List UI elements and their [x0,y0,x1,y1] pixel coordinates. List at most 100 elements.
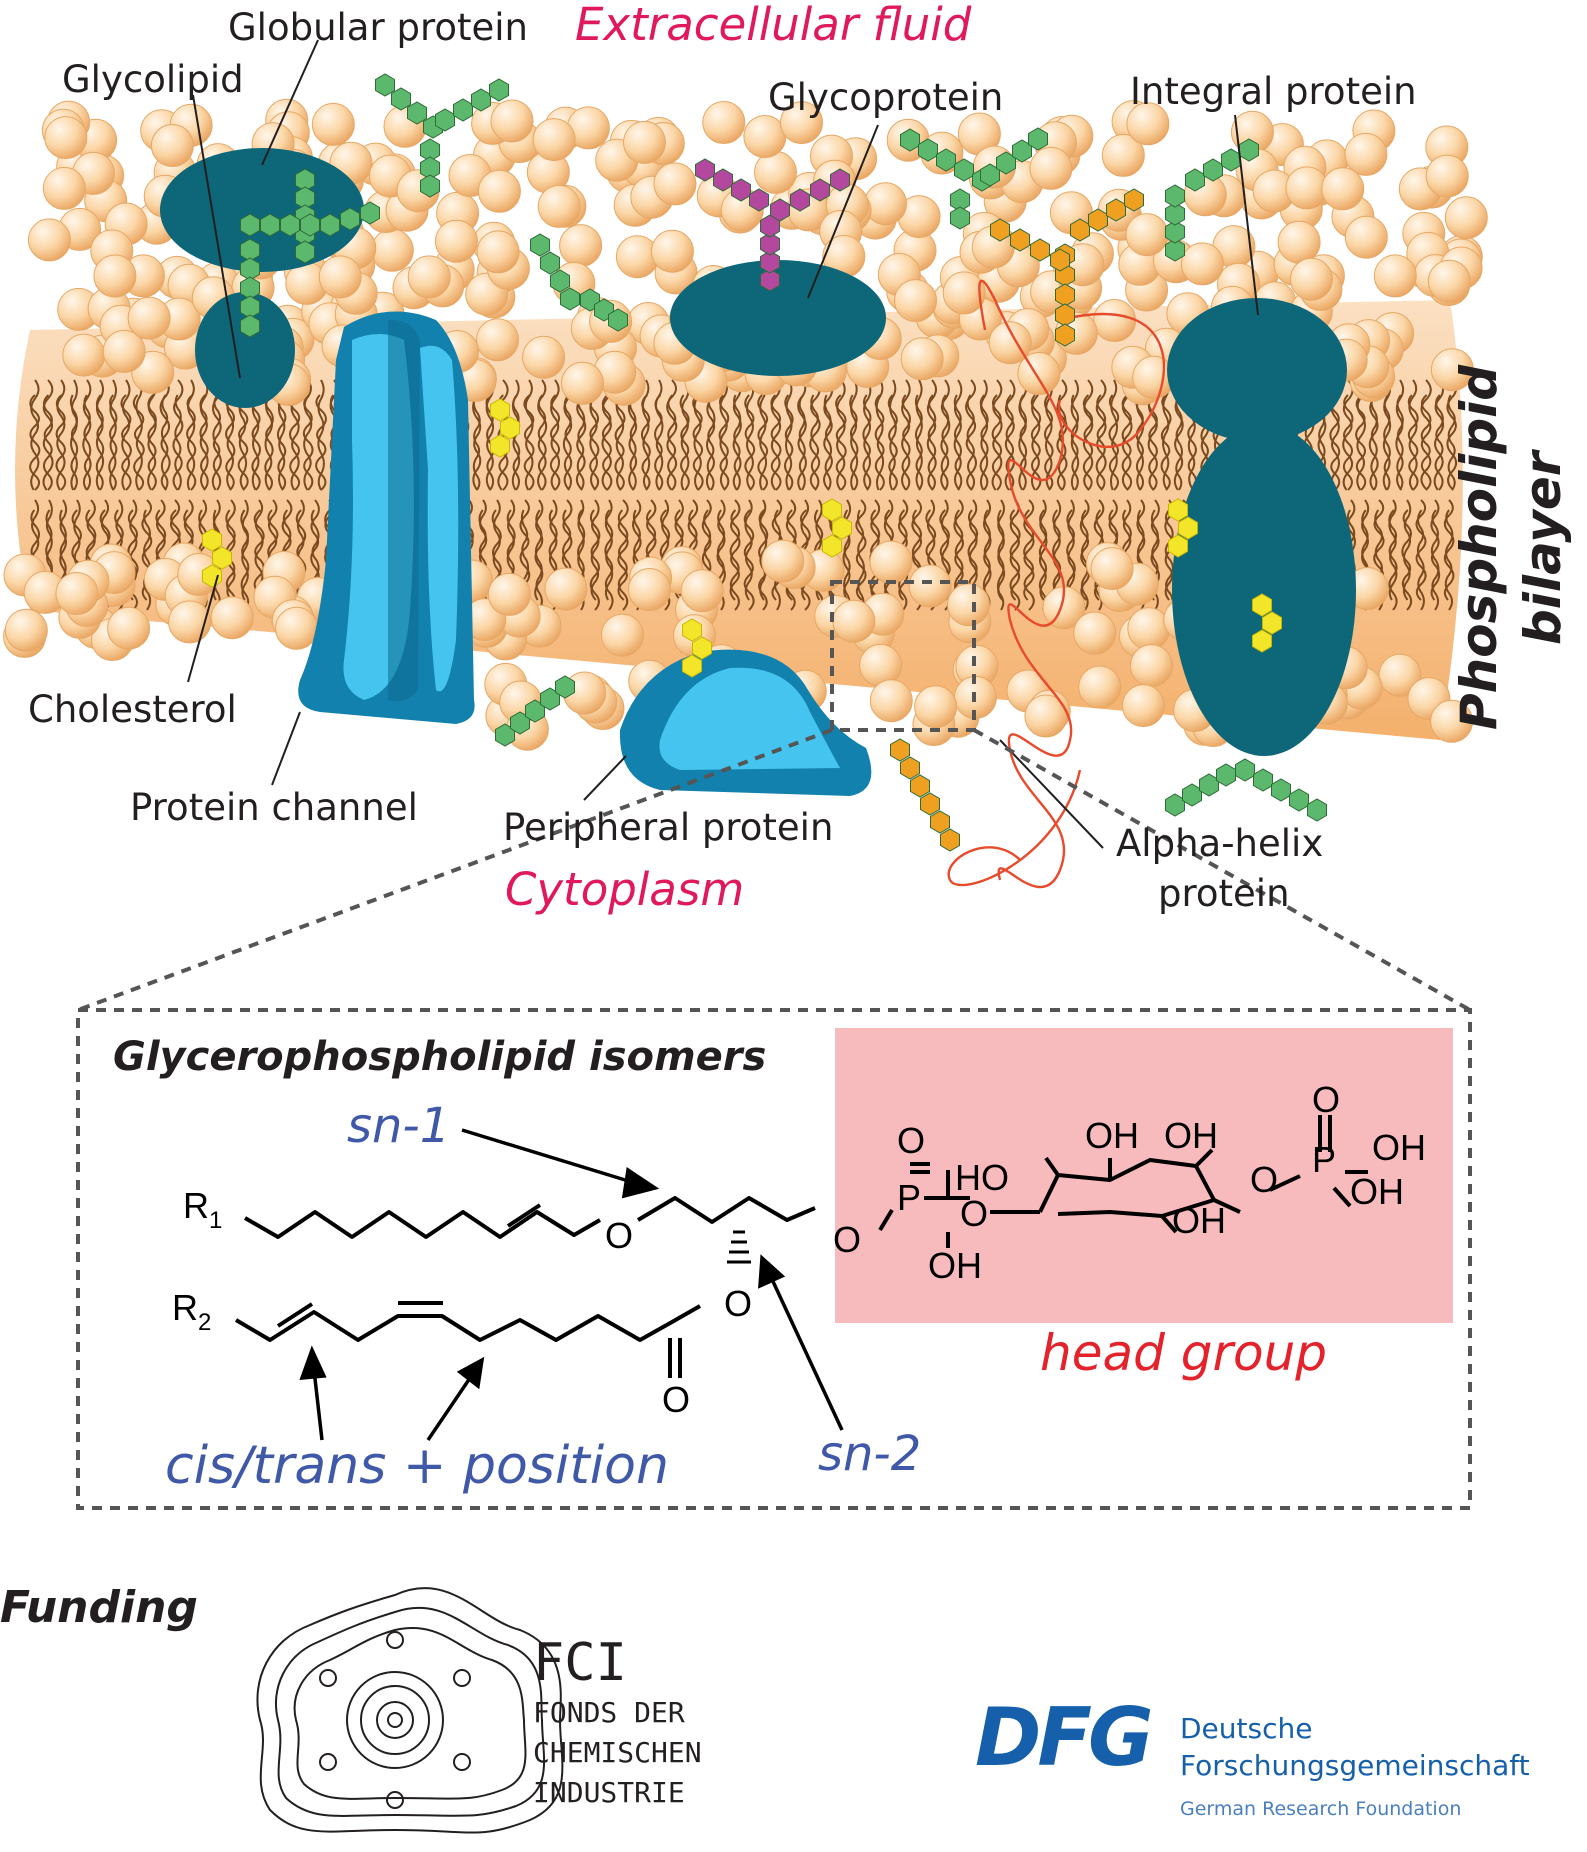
lipid-tail [798,394,806,491]
lipid-tail [589,509,601,611]
lipid-head [947,583,990,627]
integral-protein-label: Integral protein [1130,70,1417,113]
lipid-head [1093,299,1137,342]
lipid-tail [667,394,677,491]
lipid-head [275,606,318,650]
lipid-tail [1109,379,1118,491]
cholesterol-ring [1178,516,1198,540]
lipid-tail [1408,379,1418,491]
lipid-tail [983,499,992,601]
sugar-ring [1028,127,1048,151]
fci-line1: FONDS DER [533,1696,685,1729]
sugar-ring [1165,220,1185,244]
dfg-line3: German Research Foundation [1180,1798,1461,1820]
lipid-tail [927,394,937,491]
lipid-tail [979,379,989,491]
head-group-label: head group [1040,1324,1327,1382]
lipid-head [1029,146,1073,190]
lipid-tail [991,379,1003,491]
lipid-head [942,271,986,315]
sugar-ring [810,178,830,202]
lipid-tail [849,394,859,491]
lipid-tail [926,379,937,491]
phospholipid-bilayer-label-line2: bilayer [1514,448,1572,645]
inositol-phosphate [878,1115,1368,1248]
lipid-head [1344,132,1388,176]
sn1-label: sn-1 [347,1098,450,1154]
lipid-tail [835,394,847,491]
lipid-head [127,296,171,340]
sugar-ring [435,108,455,132]
lipid-tail [1162,379,1170,491]
atom-o-ester: O [724,1283,752,1324]
lipid-head [210,596,254,640]
r2-label: R2 [172,1287,211,1336]
lipid-tail [120,394,132,491]
glycoprotein-body [670,260,886,376]
lipid-tail [250,394,261,491]
lipid-tail [121,379,131,491]
sugar-ring [360,201,380,225]
lipid-tail [523,394,535,491]
lipid-tail [1009,499,1021,601]
sugar-ring [407,101,427,125]
sugar-ring [1165,202,1185,226]
sugar-ring [920,792,940,816]
sugar-ring [391,87,411,111]
lipid-tail [186,394,197,491]
lipid-tail [823,394,833,491]
lipid-tail [968,499,978,601]
lipid-head [311,102,355,146]
sugar-ring [1289,788,1309,812]
lipid-head [107,606,151,650]
lipid-head [559,224,603,268]
lipid-head [653,162,697,206]
sugar-ring [1124,188,1144,212]
atom-p1-oxo: O [897,1120,925,1161]
sugar-ring [890,738,910,762]
lipid-tail [42,394,53,491]
lipid-tail [1052,499,1062,601]
lipid-head [680,569,724,613]
lipid-head [476,318,519,362]
cholesterol-ring [202,528,222,552]
sugar-ring [1088,208,1108,232]
sugar-ring [540,251,560,275]
lipid-tail [940,379,951,491]
lipid-tail [733,394,742,491]
lipid-tail [1446,379,1458,491]
lipid-tail [785,379,793,491]
lipid-tail [1329,394,1341,491]
lipid-tail [226,499,236,601]
sugar-ring [990,218,1010,242]
protein-channel-label: Protein channel [130,786,418,829]
lipid-tail [1121,379,1133,491]
lipid-tail [472,394,481,491]
lipid-head [532,118,576,162]
lipid-tail [997,499,1006,601]
lipid-head [487,572,531,616]
atom-p2-oxo: O [1312,1079,1340,1120]
phospholipid-bilayer-label-line1: Phospholipid [1450,364,1508,730]
sugar-ring [1070,218,1090,242]
lipid-tail [1082,379,1094,491]
lipid-tail [1044,394,1054,491]
sugar-ring [760,232,780,256]
lipid-tail [953,499,964,601]
lipid-head [1425,154,1469,198]
lipid-tail [862,394,872,491]
lipid-tail [1108,394,1120,491]
lipid-tail [836,379,846,491]
lipid-tail [1430,499,1441,601]
lipid-tail [640,394,651,491]
sugar-ring [1203,158,1223,182]
lipid-head [1126,102,1170,146]
glycolipid-label: Glycolipid [62,58,244,101]
lipid-head [1101,133,1145,177]
lipid-head [702,101,746,144]
cholesterol-ring [822,498,842,522]
lipid-tail [706,394,716,491]
lipid-tail [991,394,1003,491]
lipid-tail [810,394,820,491]
lipid-tail [212,394,222,491]
